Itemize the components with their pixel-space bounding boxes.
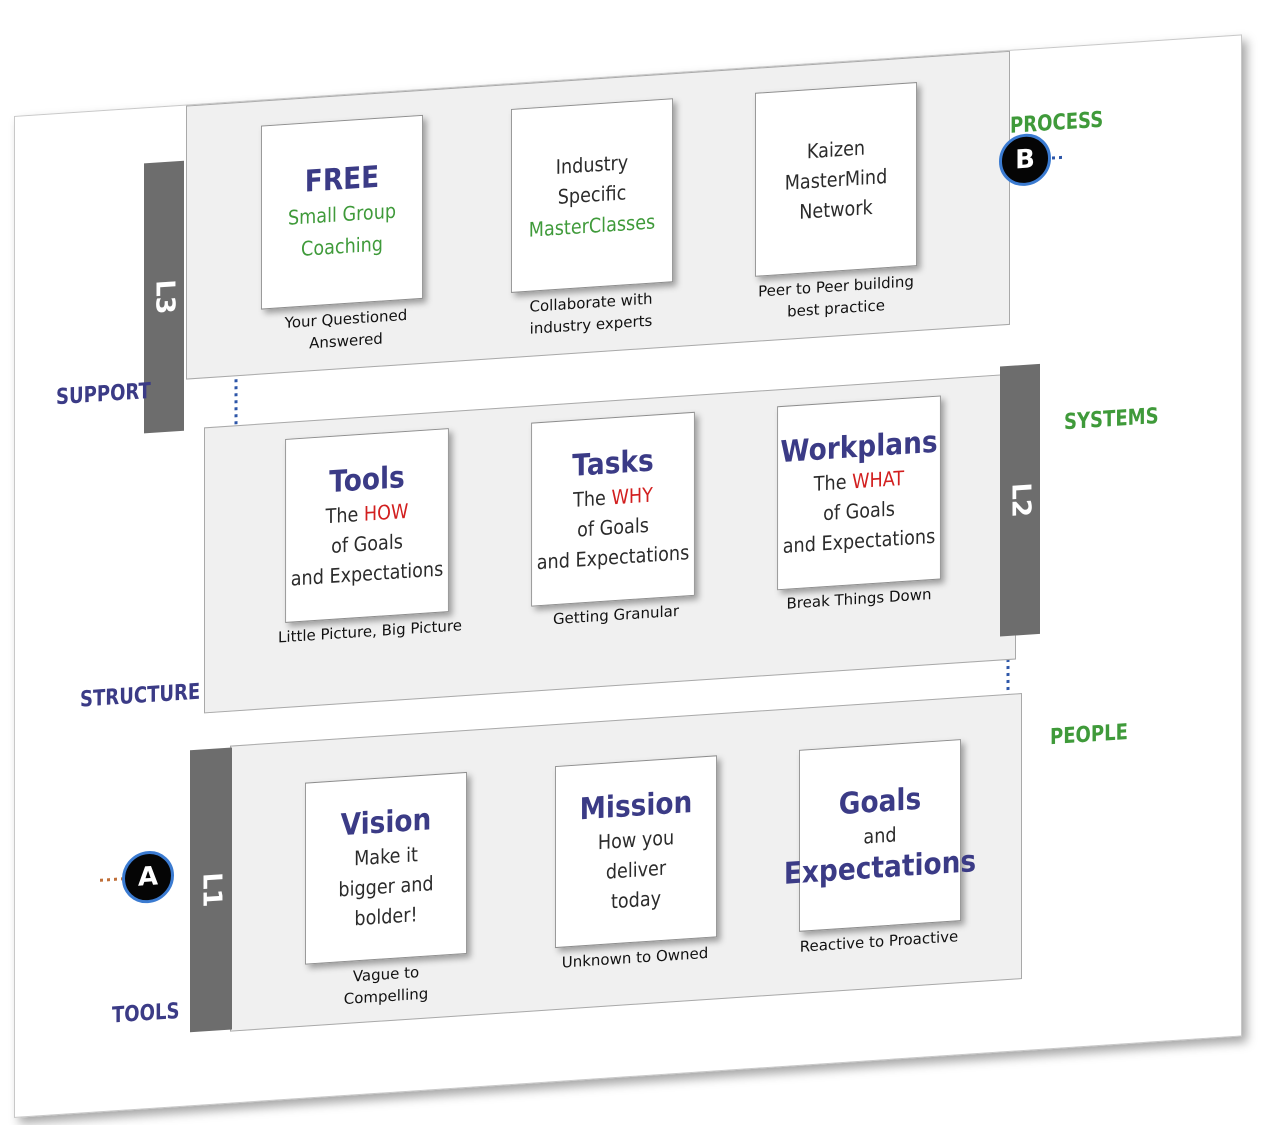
box-highlight: HOW [363, 498, 409, 526]
box-title: Goals [838, 781, 922, 823]
box-title: Tasks [572, 443, 654, 484]
label-tools: TOOLS [112, 999, 180, 1029]
box-line: Network [799, 194, 873, 224]
box-title: Mission [579, 784, 693, 828]
box-line: and Expectations [536, 540, 690, 575]
box-small-group-coaching: FREE Small Group Coaching [261, 114, 423, 310]
level-3-label: L3 [148, 278, 179, 316]
box-mission: Mission How you deliver today [555, 755, 717, 949]
box-highlight: WHY [611, 482, 653, 510]
box-line: and [863, 822, 897, 849]
box-line: bigger and [338, 871, 434, 902]
box-line: Kaizen [806, 135, 866, 164]
caption-vision: Vague to Compelling [343, 963, 429, 1009]
box-title: Expectations [783, 844, 977, 892]
box-line-pre: The [325, 501, 364, 529]
box-line: of Goals [331, 529, 403, 558]
box-kaizen-network: Kaizen MasterMind Network [755, 82, 917, 277]
caption-coaching: Your Questioned Answered [284, 305, 408, 353]
lead-in-line-a [100, 877, 126, 882]
box-line: Coaching [301, 231, 383, 261]
box-line: deliver [605, 855, 667, 884]
box-goals: Goals and Expectations [784, 739, 976, 932]
diagram-sheet: L3 FREE Small Group Coaching Your Questi… [14, 0, 1252, 1119]
box-line: MasterClasses [528, 209, 656, 242]
box-title: Workplans [780, 424, 938, 471]
lead-out-line-b [1052, 155, 1064, 160]
box-line: and Expectations [290, 556, 444, 591]
box-line: of Goals [577, 512, 649, 542]
box-line: today [610, 886, 662, 914]
box-line: Industry [555, 150, 629, 180]
label-people: PEOPLE [1050, 720, 1128, 751]
box-title: Tools [329, 460, 405, 501]
box-line-pre: The [813, 469, 853, 496]
caption-masterclasses: Collaborate with industry experts [529, 289, 653, 338]
box-line: Make it [354, 842, 418, 871]
box-line: and Expectations [782, 523, 936, 558]
level-2-label: L2 [1004, 481, 1035, 519]
level-2-bar: L2 [1000, 363, 1040, 637]
level-1-label: L1 [195, 871, 226, 909]
box-industry-masterclasses: Industry Specific MasterClasses [511, 98, 673, 293]
box-tasks: Tasks The WHY of Goals and Expectations [531, 411, 695, 607]
box-line: bolder! [354, 902, 418, 931]
box-vision: Vision Make it bigger and bolder! [305, 771, 467, 965]
box-title: Vision [340, 802, 432, 844]
box-highlight: WHAT [852, 465, 905, 494]
level-1-bar: L1 [190, 747, 232, 1033]
box-tools: Tools The HOW of Goals and Expectations [285, 428, 449, 623]
box-line: Specific [557, 180, 627, 209]
box-line-pre: The [573, 485, 612, 512]
box-title: FREE [304, 159, 380, 200]
box-line: of Goals [823, 496, 895, 526]
box-workplans: Workplans The WHAT of Goals and Expectat… [777, 395, 941, 591]
